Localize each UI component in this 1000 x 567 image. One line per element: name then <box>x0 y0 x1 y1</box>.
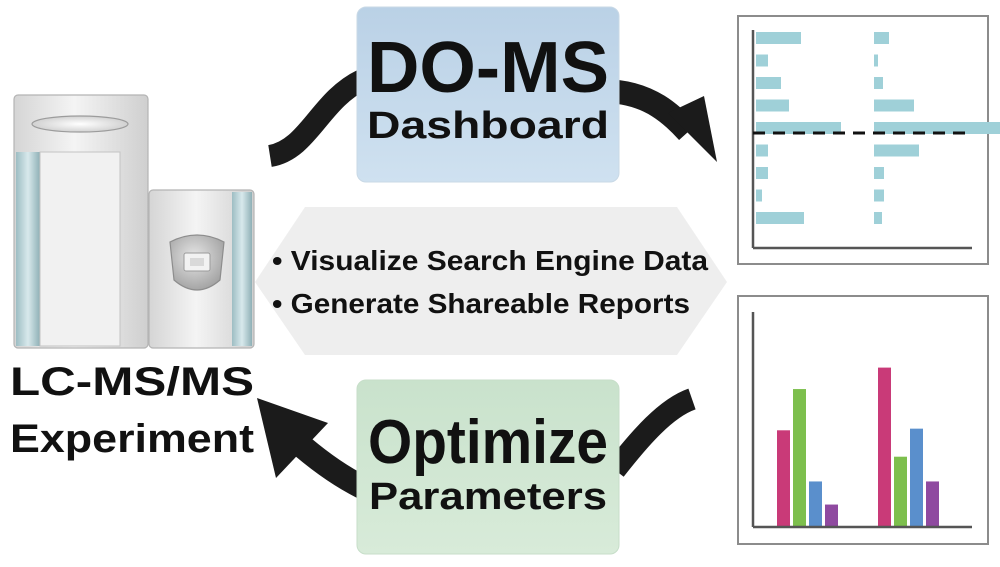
distribution-bars <box>756 32 1000 224</box>
distribution-bar <box>756 189 762 202</box>
grouped-bar-chart <box>737 295 989 545</box>
distribution-bar <box>756 77 781 89</box>
distribution-bar <box>874 77 883 89</box>
arrow-from-plots <box>606 388 697 477</box>
dashboard-subtitle: Dashboard <box>367 105 609 147</box>
dashboard-box: DO-MS Dashboard <box>356 6 620 183</box>
optimize-title: Optimize <box>368 408 608 477</box>
grouped-bar <box>926 481 939 526</box>
experiment-label-line2: Experiment <box>10 417 254 461</box>
experiment-label-line1: LC-MS/MS <box>10 360 254 404</box>
optimize-box: Optimize Parameters <box>356 379 620 555</box>
mass-spectrometer-icon <box>13 94 255 349</box>
grouped-bar <box>878 367 891 526</box>
distribution-bar <box>874 144 919 157</box>
distribution-bar <box>874 54 878 67</box>
distribution-bar <box>756 167 768 179</box>
distribution-bar <box>756 212 804 224</box>
distribution-bar <box>756 99 789 112</box>
distribution-bar <box>874 189 884 202</box>
grouped-bars <box>777 367 939 526</box>
arrow-to-experiment <box>257 398 368 498</box>
grouped-bar <box>825 504 838 526</box>
distribution-bar <box>874 167 884 179</box>
grouped-bar <box>809 481 822 526</box>
distribution-bar <box>874 212 882 224</box>
feature-bullet-visualize: • Visualize Search Engine Data <box>272 245 708 276</box>
distribution-bar <box>874 32 889 44</box>
grouped-bar <box>910 428 923 526</box>
distribution-chart <box>737 15 1000 265</box>
grouped-bar <box>793 389 806 526</box>
grouped-bar <box>777 430 790 526</box>
arrow-to-plots <box>616 80 717 162</box>
distribution-bar <box>874 99 914 112</box>
features-panel: • Visualize Search Engine Data • Generat… <box>255 207 727 355</box>
distribution-bar <box>756 144 768 157</box>
distribution-bar <box>874 122 1000 134</box>
arrow-to-dashboard <box>267 70 368 167</box>
dashboard-title: DO-MS <box>367 28 609 108</box>
distribution-bar <box>756 54 768 67</box>
feature-bullet-reports: • Generate Shareable Reports <box>272 288 690 319</box>
distribution-bar <box>756 32 801 44</box>
grouped-bar <box>894 456 907 526</box>
distribution-bar <box>756 122 841 134</box>
optimize-subtitle: Parameters <box>369 476 607 518</box>
